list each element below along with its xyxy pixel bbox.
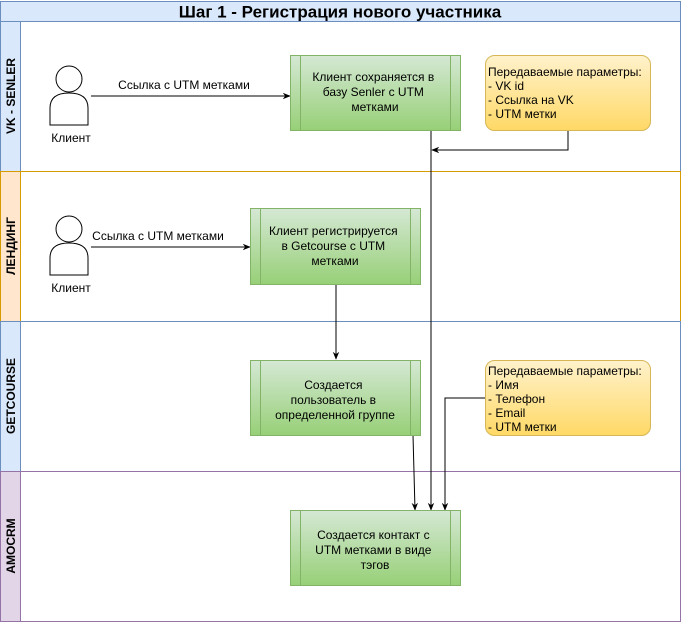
- process-text: Клиент регистрируется в Getcourse с UTM …: [269, 224, 401, 268]
- process-text: Создается контакт с UTM метками в виде т…: [315, 528, 435, 572]
- arrow-user-create-to-amocrm: [411, 434, 419, 511]
- arrow-note-gc-to-amocrm: [441, 397, 485, 511]
- process-user-create: Создается пользователь в определенной гр…: [250, 360, 421, 436]
- lane-label: VK - SENLER: [4, 58, 18, 134]
- edge-label: Ссылка с UTM метками: [92, 229, 224, 243]
- title-bar: Шаг 1 - Регистрация нового участника: [0, 1, 681, 22]
- actor-client-landing: Клиент: [49, 215, 91, 295]
- process-text: Создается пользователь в определенной гр…: [275, 378, 395, 422]
- lane-label: ЛЕНДИНГ: [4, 217, 18, 275]
- process-text: Клиент сохраняется в базу Senler с UTM м…: [312, 70, 437, 114]
- actor-label: Клиент: [51, 131, 91, 145]
- user-icon: [49, 65, 89, 126]
- note-text: Передаваемые параметры: - VK id - Ссылка…: [488, 65, 645, 121]
- diagram-title: Шаг 1 - Регистрация нового участника: [179, 3, 502, 22]
- edge-label: Ссылка с UTM метками: [118, 78, 250, 92]
- connectors: [91, 92, 569, 511]
- process-senler-save: Клиент сохраняется в базу Senler с UTM м…: [290, 55, 461, 131]
- arrow-note-vk-to-senler-line: [431, 130, 569, 154]
- actor-client-vk: Клиент: [49, 65, 91, 145]
- actor-label: Клиент: [51, 281, 91, 295]
- note-vk-params: Передаваемые параметры: - VK id - Ссылка…: [485, 55, 651, 131]
- lane-label: AMOCRM: [4, 518, 18, 573]
- process-getcourse-register: Клиент регистрируется в Getcourse с UTM …: [250, 208, 421, 285]
- user-icon: [49, 215, 89, 276]
- lane-label: GETCOURSE: [4, 358, 18, 434]
- note-getcourse-params: Передаваемые параметры: - Имя - Телефон …: [485, 360, 651, 436]
- process-amocrm-contact: Создается контакт с UTM метками в виде т…: [290, 510, 461, 586]
- note-text: Передаваемые параметры: - Имя - Телефон …: [488, 364, 645, 434]
